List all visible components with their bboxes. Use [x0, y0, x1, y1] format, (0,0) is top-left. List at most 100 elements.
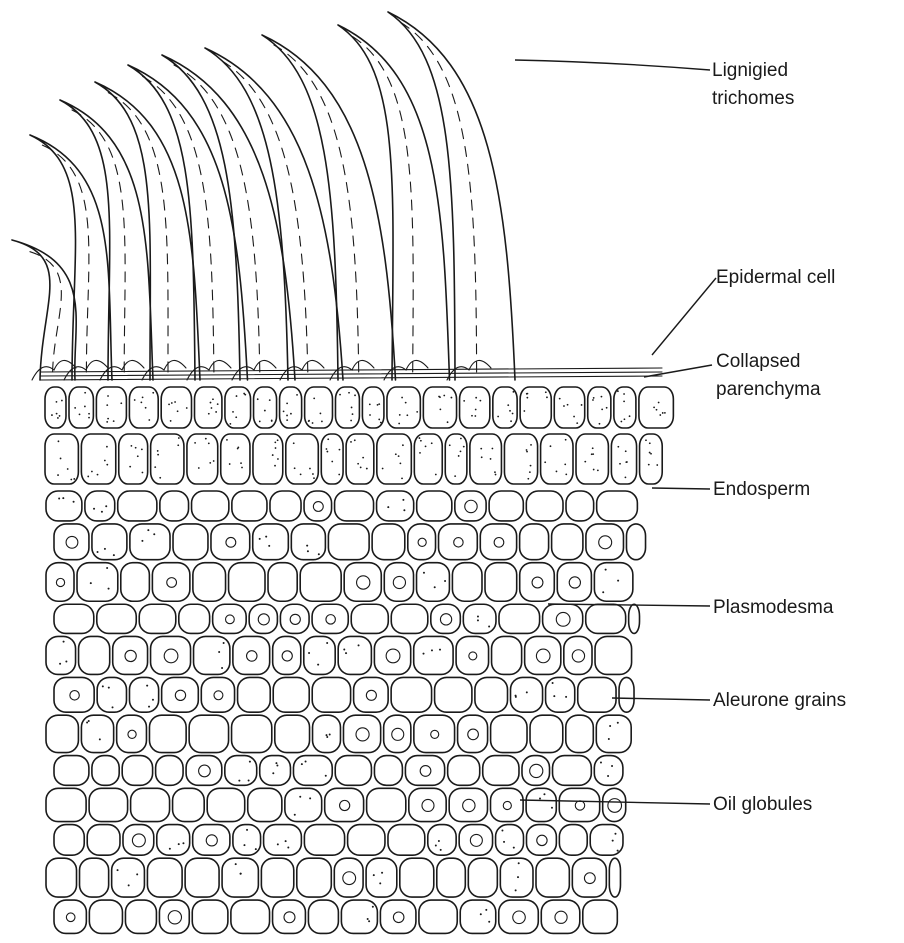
aleurone-dot — [406, 414, 408, 416]
aleurone-dot — [106, 446, 108, 448]
aleurone-dot — [213, 460, 215, 462]
aleurone-dot — [120, 402, 122, 404]
aleurone-dot — [86, 722, 88, 724]
aleurone-dot — [494, 471, 496, 473]
aleurone-dot — [477, 619, 479, 621]
aleurone-dot — [629, 415, 631, 417]
endosperm-cell — [431, 604, 461, 633]
endosperm-cell — [254, 387, 277, 428]
aleurone-dot — [285, 840, 287, 842]
aleurone-dot — [235, 416, 237, 418]
endosperm-cell — [391, 604, 428, 633]
aleurone-dot — [567, 404, 569, 406]
aleurone-dot — [106, 464, 108, 466]
endosperm-cell — [232, 491, 267, 521]
aleurone-dot — [269, 399, 271, 401]
aleurone-dot — [593, 469, 595, 471]
aleurone-dot — [497, 416, 499, 418]
collapsed-parenchyma-band — [40, 368, 662, 380]
aleurone-dot — [515, 695, 517, 697]
aleurone-dot — [235, 863, 237, 865]
aleurone-dot — [653, 406, 655, 408]
aleurone-dot — [153, 533, 155, 535]
endosperm-cell — [193, 563, 226, 602]
endosperm-cell — [253, 524, 289, 560]
aleurone-dot — [650, 453, 652, 455]
endosperm-cell — [408, 524, 436, 560]
aleurone-dot — [530, 444, 532, 446]
endosperm-cell — [233, 636, 270, 674]
aleurone-dot — [552, 682, 554, 684]
epidermal-cell-base — [187, 360, 231, 380]
aleurone-dot — [326, 736, 328, 738]
aleurone-dot — [205, 438, 207, 440]
endosperm-cell — [54, 756, 89, 786]
endosperm-cell — [423, 387, 456, 428]
aleurone-dot — [255, 848, 257, 850]
epidermal-cell-base — [142, 360, 186, 380]
aleurone-dot — [617, 580, 619, 582]
endosperm-cell — [123, 825, 154, 856]
endosperm-cell — [151, 434, 184, 484]
nucleus — [128, 730, 136, 738]
aleurone-dot — [169, 848, 171, 850]
aleurone-dot — [617, 850, 619, 852]
aleurone-dot — [563, 405, 565, 407]
endosperm-cell — [405, 756, 444, 786]
endosperm-cell — [489, 491, 523, 521]
endosperm-cell — [273, 900, 306, 933]
aleurone-dot — [275, 762, 277, 764]
label-endosperm-line-1: Endosperm — [713, 479, 810, 500]
aleurone-dot — [606, 407, 608, 409]
endosperm-cell — [118, 491, 157, 521]
endosperm-cell — [268, 563, 297, 602]
aleurone-dot — [104, 548, 106, 550]
aleurone-dot — [649, 452, 651, 454]
endosperm-cell — [388, 825, 425, 856]
endosperm-cell — [186, 756, 222, 786]
endosperm-cell — [328, 524, 369, 560]
nucleus — [175, 690, 185, 700]
aleurone-dot — [565, 473, 567, 475]
label-aleurone-grains: Aleurone grains — [713, 690, 846, 711]
aleurone-dot — [129, 466, 131, 468]
aleurone-dot — [378, 403, 380, 405]
aleurone-dot — [339, 449, 341, 451]
nucleus — [392, 728, 404, 740]
aleurone-dot — [320, 413, 322, 415]
aleurone-dot — [378, 419, 380, 421]
endosperm-cell — [414, 636, 453, 674]
aleurone-dot — [352, 413, 354, 415]
aleurone-dot — [600, 762, 602, 764]
aleurone-dot — [381, 872, 383, 874]
endosperm-cell — [221, 434, 250, 484]
endosperm-cell — [377, 491, 414, 521]
aleurone-dot — [458, 455, 460, 457]
aleurone-dot — [387, 506, 389, 508]
aleurone-dot — [526, 451, 528, 453]
aleurone-dot — [313, 397, 315, 399]
aleurone-dot — [113, 420, 115, 422]
endosperm-cell — [312, 604, 348, 633]
aleurone-dot — [343, 648, 345, 650]
aleurone-dot — [208, 413, 210, 415]
endosperm-cell — [46, 715, 78, 752]
endosperm-cell — [45, 434, 78, 484]
aleurone-dot — [401, 397, 403, 399]
endosperm-cell — [338, 636, 371, 674]
nucleus — [469, 652, 477, 660]
aleurone-dot — [88, 417, 90, 419]
nucleus — [440, 614, 451, 625]
aleurone-dot — [545, 391, 547, 393]
leader-endosperm — [652, 488, 710, 489]
nucleus — [125, 650, 136, 661]
aleurone-dot — [460, 450, 462, 452]
nucleus — [599, 536, 612, 549]
aleurone-dot — [59, 663, 61, 665]
aleurone-dot — [438, 396, 440, 398]
endosperm-cell — [335, 387, 359, 428]
endosperm-cell — [526, 491, 563, 521]
aleurone-dot — [131, 445, 133, 447]
endosperm-cell — [92, 524, 127, 560]
aleurone-dot — [97, 474, 99, 476]
